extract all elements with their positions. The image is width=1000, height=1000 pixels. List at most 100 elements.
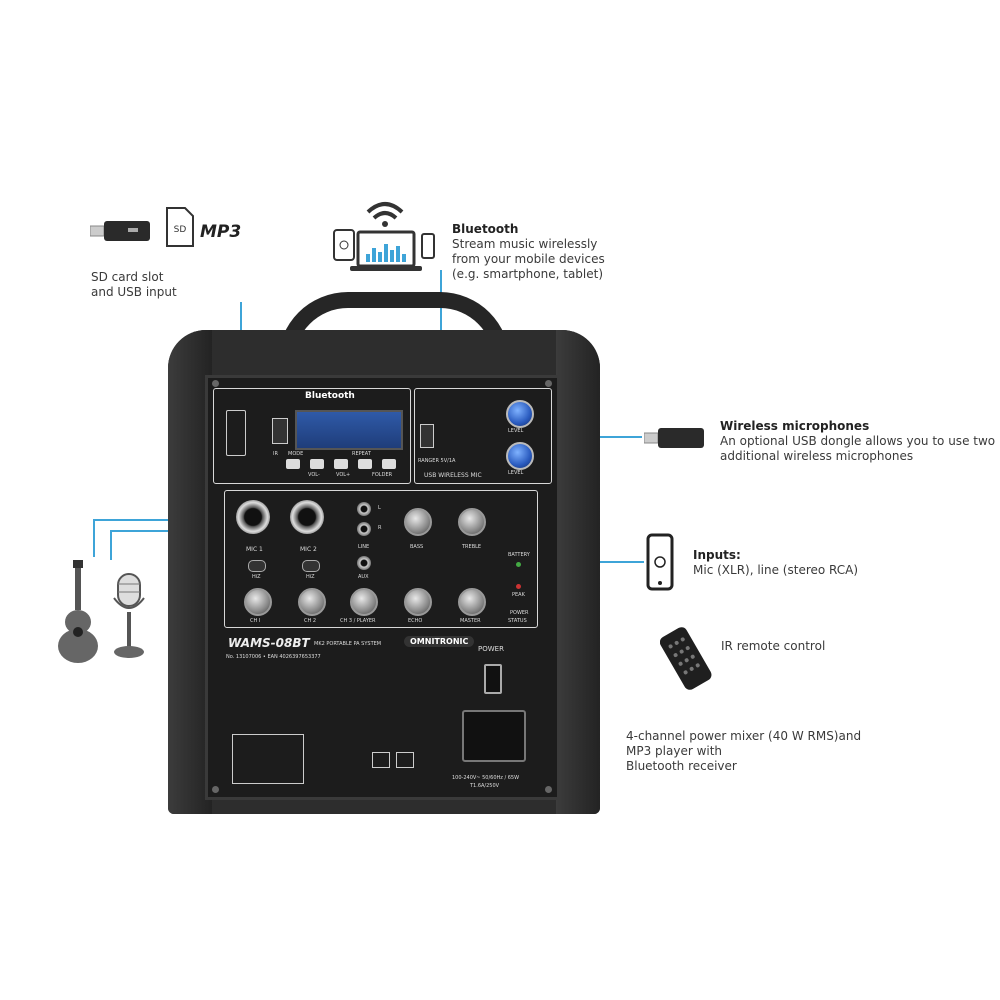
weee-mark xyxy=(396,752,414,768)
master-label: MASTER xyxy=(460,618,481,624)
bluetooth-logo: Bluetooth xyxy=(305,391,355,401)
mic-2-combo-jack[interactable] xyxy=(290,500,324,534)
mic-1-label: MIC 1 xyxy=(246,546,263,553)
hiz-label-2: HiZ xyxy=(306,574,315,580)
hiz-switch-1[interactable] xyxy=(248,560,266,572)
remote-label: IR remote control xyxy=(721,639,826,653)
warning-label xyxy=(232,734,304,784)
sd-usb-line-1: SD card slot xyxy=(91,270,164,284)
smartphone-icon xyxy=(646,533,674,595)
power-switch[interactable] xyxy=(484,664,502,694)
ch2-label: CH 2 xyxy=(304,618,317,624)
bass-label: BASS xyxy=(410,544,424,550)
echo-label: ECHO xyxy=(408,618,423,624)
mic-1-combo-jack[interactable] xyxy=(236,500,270,534)
guitar-icon xyxy=(54,560,104,669)
mixer-section xyxy=(224,490,538,628)
screw xyxy=(212,786,219,793)
ch2-level-knob[interactable] xyxy=(298,588,326,616)
rca-r-label: R xyxy=(378,525,382,531)
player-btn-folder: FOLDER xyxy=(372,472,393,478)
lcd-display xyxy=(295,410,403,450)
usb-stick-icon xyxy=(89,218,152,248)
model-subtitle: MK2 PORTABLE PA SYSTEM xyxy=(314,641,382,647)
bluetooth-label: Bluetooth Stream music wirelessly from y… xyxy=(452,222,605,282)
aux-jack[interactable] xyxy=(357,556,371,570)
wireless-mic-1-level-knob[interactable] xyxy=(506,400,534,428)
sd-slot[interactable] xyxy=(226,410,246,456)
brand-logo: OMNITRONIC xyxy=(404,636,475,647)
treble-label: TREBLE xyxy=(462,544,482,550)
status-label: STATUS xyxy=(508,618,527,624)
screw xyxy=(545,786,552,793)
usb-dongle-icon xyxy=(643,425,706,455)
play-pause-button[interactable] xyxy=(310,459,324,469)
ir-mode-button[interactable] xyxy=(286,459,300,469)
player-btn-ir: IR xyxy=(273,451,278,457)
rca-left-jack[interactable] xyxy=(357,502,371,516)
ch1-label: CH I xyxy=(250,618,261,624)
status-power: POWER xyxy=(510,610,529,616)
sd-card-icon: SD xyxy=(163,206,195,252)
bass-knob[interactable] xyxy=(404,508,432,536)
bluetooth-line-2: from your mobile devices xyxy=(452,252,605,266)
next-button[interactable] xyxy=(358,459,372,469)
treble-knob[interactable] xyxy=(458,508,486,536)
rca-l-label: L xyxy=(378,505,381,511)
player-btn-repeat: REPEAT xyxy=(352,451,371,457)
iec-power-socket[interactable] xyxy=(462,710,526,762)
mic-lead-v xyxy=(110,530,112,560)
power-label: POWER xyxy=(478,645,504,653)
usb-port[interactable] xyxy=(272,418,288,444)
player-section xyxy=(213,388,411,484)
ch1-level-knob[interactable] xyxy=(244,588,272,616)
wireless-mic-title: Wireless microphones xyxy=(720,419,870,433)
svg-text:SD: SD xyxy=(174,225,187,235)
aux-label: AUX xyxy=(358,574,369,580)
peak-led xyxy=(516,584,521,589)
wireless-mic-label: Wireless microphones An optional USB don… xyxy=(720,419,995,464)
inputs-title: Inputs: xyxy=(693,548,741,562)
player-btn-vol-down: VOL- xyxy=(308,472,320,478)
laptop-bluetooth-icon xyxy=(330,194,440,278)
inputs-line-1: Mic (XLR), line (stereo RCA) xyxy=(693,563,859,577)
rca-right-jack[interactable] xyxy=(357,522,371,536)
guitar-lead-v xyxy=(93,519,95,557)
mp3-badge: MP3 xyxy=(200,222,242,242)
mixer-line-1: 4-channel power mixer (40 W RMS)and xyxy=(626,729,862,743)
rating-line-1: 100-240V~ 50/60Hz / 65W xyxy=(452,775,520,781)
status-peak: PEAK xyxy=(512,592,525,598)
sd-usb-label: SD card slot and USB input xyxy=(91,270,177,300)
mic-2-label: MIC 2 xyxy=(300,546,317,553)
mixer-line-2: MP3 player with xyxy=(626,744,723,758)
hiz-switch-2[interactable] xyxy=(302,560,320,572)
wireless-knob-level-2: LEVEL xyxy=(508,470,524,476)
wireless-mic-2-level-knob[interactable] xyxy=(506,442,534,470)
line-label: LINE xyxy=(358,544,370,550)
prev-button[interactable] xyxy=(334,459,348,469)
echo-level-knob[interactable] xyxy=(404,588,432,616)
mixer-label: 4-channel power mixer (40 W RMS)and MP3 … xyxy=(626,729,861,774)
screw xyxy=(212,380,219,387)
inputs-label: Inputs: Mic (XLR), line (stereo RCA) xyxy=(693,548,858,578)
wireless-mic-line-2: additional wireless microphones xyxy=(720,449,914,463)
wireless-usb-port[interactable] xyxy=(420,424,434,448)
bluetooth-line-3: (e.g. smartphone, tablet) xyxy=(452,267,604,281)
screw xyxy=(545,380,552,387)
wireless-section-label: USB WIRELESS MIC xyxy=(424,472,482,479)
repeat-button[interactable] xyxy=(382,459,396,469)
player-btn-mode: MODE xyxy=(288,451,304,457)
status-battery: BATTERY xyxy=(508,552,530,558)
wireless-knob-level-1: LEVEL xyxy=(508,428,524,434)
master-level-knob[interactable] xyxy=(458,588,486,616)
ch3-level-knob[interactable] xyxy=(350,588,378,616)
bluetooth-title: Bluetooth xyxy=(452,222,519,236)
bluetooth-line-1: Stream music wirelessly xyxy=(452,237,598,251)
mixer-line-3: Bluetooth receiver xyxy=(626,759,737,773)
ce-mark xyxy=(372,752,390,768)
ch3-label: CH 3 / PLAYER xyxy=(340,618,376,624)
sd-usb-line-2: and USB input xyxy=(91,285,177,299)
wireless-sub-label: RANGER 5V/1A xyxy=(418,458,456,464)
wireless-mic-section xyxy=(414,388,552,484)
wireless-mic-line-1: An optional USB dongle allows you to use… xyxy=(720,434,996,448)
